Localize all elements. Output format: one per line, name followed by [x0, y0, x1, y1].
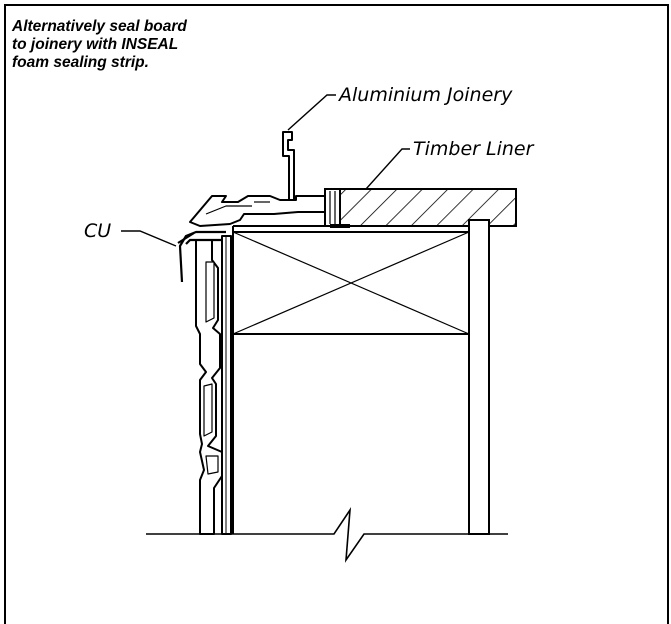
timber-head-block: [232, 225, 470, 335]
aluminium-joinery-label: Aluminium Joinery: [337, 84, 513, 106]
cu-leader: [121, 230, 177, 247]
note-line-2: to joinery with INSEAL: [12, 36, 179, 53]
sealing-note: Alternatively seal board to joinery with…: [12, 18, 312, 72]
timber-liner-label: Timber Liner: [413, 138, 535, 160]
drawing-frame: [4, 4, 669, 624]
cu-flashing: [177, 230, 226, 283]
cu-label: CU: [84, 220, 111, 242]
note-line-3: foam sealing strip.: [12, 54, 149, 71]
leader-lines: [121, 94, 410, 247]
right-stud: [468, 219, 490, 535]
timber-liner-leader: [365, 148, 410, 190]
ground-break-line: [146, 506, 508, 563]
aluminium-joinery-leader: [287, 94, 336, 131]
note-line-1: Alternatively seal board: [12, 18, 187, 35]
aluminium-joinery-profile: [189, 131, 326, 227]
cladding-profile: [195, 235, 232, 535]
